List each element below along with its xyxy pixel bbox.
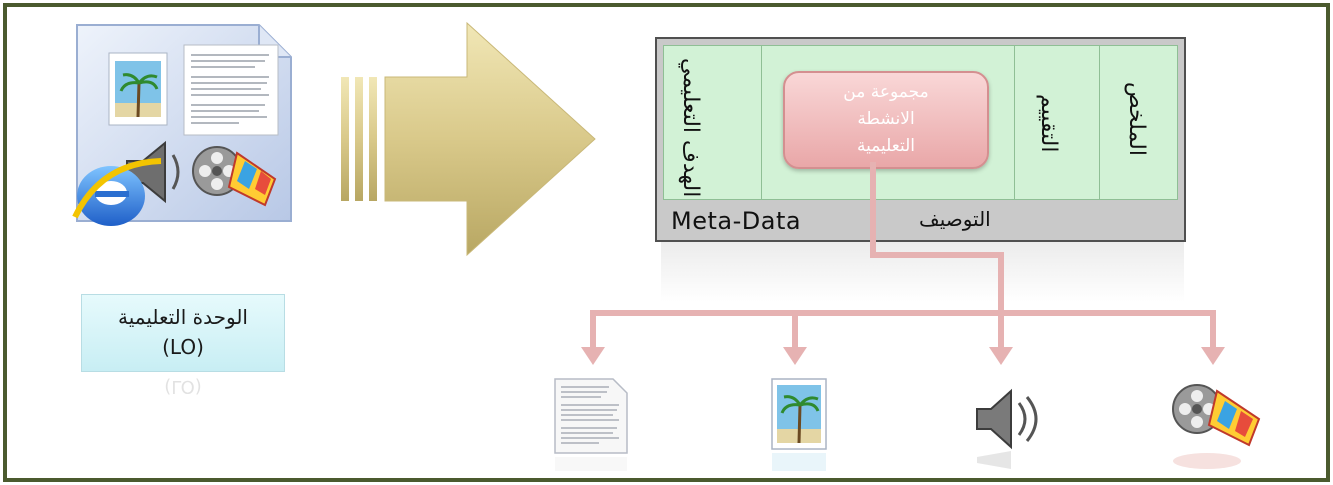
summary-column-label: الملخص [1124, 82, 1149, 156]
learning-object-label-code: (LO) [162, 335, 204, 359]
arrowhead-image [783, 347, 807, 365]
learning-object-label: الوحدة التعليمية (LO) [81, 294, 285, 372]
column-divider [1014, 46, 1015, 199]
activities-line-1: مجموعة من [843, 82, 929, 102]
activities-box: مجموعة من الانشطة التعليمية [783, 71, 989, 169]
learning-object-icon [72, 24, 292, 226]
column-divider [1099, 46, 1100, 199]
arrowhead-document [581, 347, 605, 365]
video-icon [1172, 384, 1261, 469]
activities-line-3: التعليمية [856, 136, 916, 156]
metadata-panel: الهدف التعليمي مجموعة من الانشطة التعليم… [655, 37, 1186, 242]
connector-tree [581, 162, 1225, 365]
column-divider [761, 46, 762, 199]
objective-column-label: الهدف التعليمي [678, 57, 703, 197]
learning-object-label-arabic: الوحدة التعليمية [118, 305, 248, 329]
diagram-frame: الوحدة التعليمية (LO) (LO) الهدف التعليم… [3, 3, 1330, 482]
arrowhead-audio [989, 347, 1013, 365]
activities-line-2: الانشطة [857, 109, 915, 129]
arrowhead-video [1201, 347, 1225, 365]
audio-icon [976, 388, 1038, 469]
document-icon [554, 378, 628, 471]
big-right-arrow [341, 21, 596, 257]
metadata-columns: الهدف التعليمي مجموعة من الانشطة التعليم… [663, 45, 1178, 200]
metadata-title-english: Meta-Data [671, 207, 802, 235]
image-icon [771, 378, 827, 471]
metadata-title-arabic: التوصيف [919, 207, 991, 231]
assessment-column-label: التقييم [1036, 94, 1061, 153]
